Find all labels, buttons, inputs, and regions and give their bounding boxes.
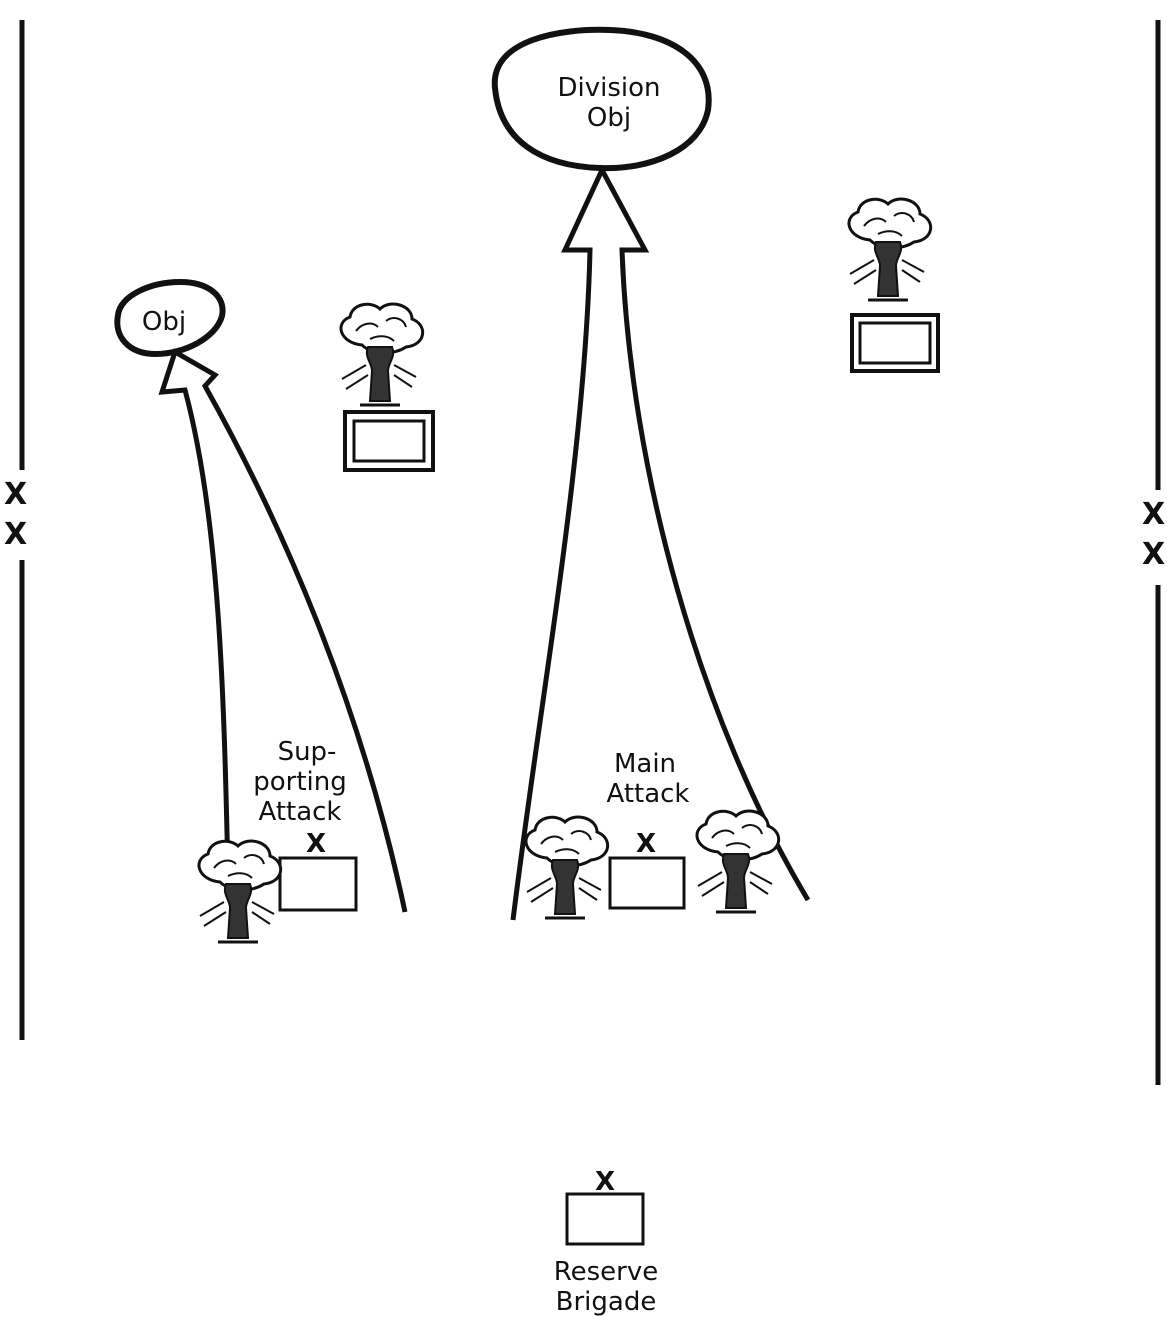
brigade-unit-icon — [278, 856, 358, 912]
brigade-unit-icon — [608, 856, 686, 910]
division-objective: Division Obj — [491, 26, 712, 172]
left-boundary-mark-bottom: X — [4, 517, 27, 552]
supporting-attack-label-line1: Sup- — [278, 737, 337, 767]
mushroom-cloud-icon — [695, 809, 781, 914]
reserve-label-line2: Brigade — [556, 1287, 657, 1317]
division-objective-label-line2: Obj — [587, 103, 631, 133]
main-attack-label-line2: Attack — [606, 779, 689, 809]
main-attack-echelon: X — [636, 829, 656, 859]
reserve-brigade: X Reserve Brigade — [554, 1167, 659, 1317]
supporting-attack-label-line2: porting — [253, 767, 347, 797]
left-boundary: X X — [4, 20, 27, 1040]
right-boundary-mark-top: X — [1142, 497, 1165, 532]
supporting-attack-arrow — [158, 348, 408, 913]
supporting-objective-label: Obj — [142, 307, 186, 337]
supporting-attack-label-line3: Attack — [258, 797, 341, 827]
supporting-objective: Obj — [114, 278, 226, 358]
enemy-position-2 — [847, 197, 940, 373]
division-objective-label-line1: Division — [557, 73, 660, 103]
right-boundary: X X — [1142, 20, 1165, 1085]
reserve-echelon: X — [595, 1167, 615, 1197]
main-attack-arrow — [510, 164, 811, 921]
brigade-unit-icon — [565, 1192, 645, 1246]
division-objective-outline — [491, 26, 712, 172]
right-boundary-mark-bottom: X — [1142, 537, 1165, 572]
reserve-label-line1: Reserve — [554, 1257, 659, 1287]
mushroom-cloud-icon — [847, 197, 933, 302]
enemy-position-1 — [339, 302, 435, 472]
mushroom-cloud-icon — [339, 302, 425, 407]
supporting-objective-outline — [114, 278, 226, 358]
mushroom-cloud-icon — [524, 815, 610, 920]
supporting-attack-echelon: X — [306, 829, 326, 859]
main-attack-unit: Main Attack X — [524, 749, 781, 920]
mushroom-cloud-icon — [197, 839, 283, 944]
left-boundary-mark-top: X — [4, 477, 27, 512]
main-attack-label-line1: Main — [614, 749, 676, 779]
supporting-attack-unit: Sup- porting Attack X — [197, 737, 358, 944]
